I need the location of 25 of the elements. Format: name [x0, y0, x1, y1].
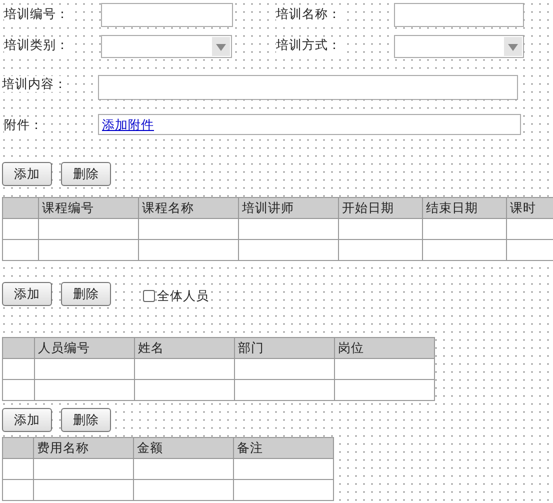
field-label: 培训方式： — [276, 37, 341, 53]
checkbox-label: 全体人员 — [157, 288, 209, 304]
attachment-link: 添加附件 — [102, 117, 154, 134]
delete-button: 删除 — [61, 162, 111, 186]
delete-button: 删除 — [61, 282, 111, 306]
add-button: 添加 — [2, 162, 52, 186]
column-header: 人员编号 — [34, 338, 134, 358]
delete-button: 删除 — [61, 408, 111, 432]
column-header: 费用名称 — [34, 438, 134, 458]
add-button: 添加 — [2, 408, 52, 432]
column-header: 开始日期 — [338, 198, 422, 218]
column-header: 金额 — [134, 438, 234, 458]
field-label: 培训编号： — [4, 6, 69, 22]
column-header: 结束日期 — [422, 198, 506, 218]
field-label: 培训类别： — [4, 37, 69, 53]
column-header: 岗位 — [334, 338, 434, 358]
column-header: 课程编号 — [38, 198, 138, 218]
add-button: 添加 — [2, 282, 52, 306]
column-header: 课程名称 — [138, 198, 238, 218]
column-header: 备注 — [234, 438, 334, 458]
column-header: 培训讲师 — [238, 198, 338, 218]
column-header: 部门 — [234, 338, 334, 358]
field-label: 培训名称： — [276, 6, 341, 22]
column-header: 课时 — [506, 198, 553, 218]
column-header: 姓名 — [134, 338, 234, 358]
